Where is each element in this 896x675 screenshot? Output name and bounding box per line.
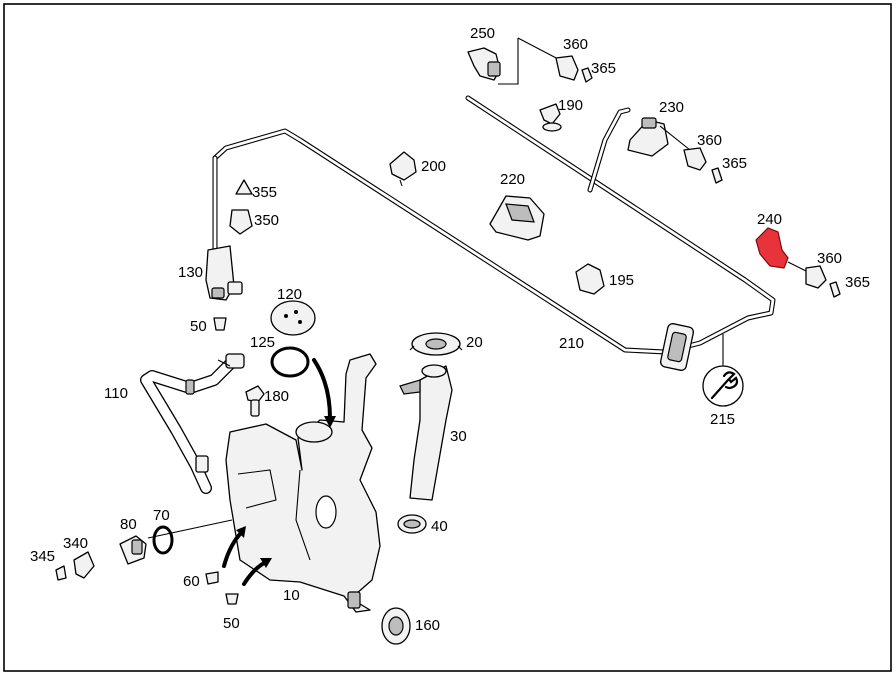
clip-190[interactable]	[539, 103, 562, 132]
label-360-right: 360	[817, 250, 842, 267]
washer-pump-130[interactable]	[205, 245, 243, 301]
label-120: 120	[277, 286, 302, 303]
check-valve-360-top[interactable]	[555, 55, 579, 81]
clip-200[interactable]	[389, 151, 417, 187]
bolt-180[interactable]	[245, 385, 265, 417]
label-360-mid: 360	[697, 132, 722, 149]
label-50-top: 50	[190, 318, 207, 335]
label-50-bottom: 50	[223, 615, 240, 632]
label-60: 60	[183, 573, 200, 590]
hose-110[interactable]	[140, 353, 245, 494]
label-200: 200	[421, 158, 446, 175]
cap-20[interactable]	[409, 332, 463, 356]
connector-365-mid[interactable]	[711, 167, 723, 184]
reservoir-10[interactable]	[225, 353, 381, 613]
label-30: 30	[450, 428, 467, 445]
label-40: 40	[431, 518, 448, 535]
label-340: 340	[63, 535, 88, 552]
clip-195[interactable]	[575, 263, 605, 295]
label-125: 125	[250, 334, 275, 351]
wrench-icon-215	[702, 334, 744, 407]
check-valve-360-mid[interactable]	[683, 147, 707, 171]
label-195: 195	[609, 272, 634, 289]
label-250: 250	[470, 25, 495, 42]
label-360-top: 360	[563, 36, 588, 53]
check-valve-360-right[interactable]	[805, 265, 827, 289]
nozzle-240-highlighted[interactable]	[755, 227, 809, 273]
valve-230[interactable]	[627, 117, 691, 157]
diagram-frame	[3, 3, 892, 672]
label-365-mid: 365	[722, 155, 747, 172]
seal-355[interactable]	[235, 179, 253, 195]
connector-365-top[interactable]	[581, 67, 593, 83]
holder-220[interactable]	[489, 195, 545, 241]
label-345: 345	[30, 548, 55, 565]
assembly-arrows	[147, 358, 336, 586]
filler-neck-30[interactable]	[399, 364, 453, 501]
label-20: 20	[466, 334, 483, 351]
washer-line-210[interactable]	[212, 95, 776, 371]
label-215: 215	[710, 411, 735, 428]
grommet-50-top[interactable]	[213, 317, 227, 331]
connector-340[interactable]	[73, 551, 95, 579]
label-110: 110	[104, 385, 128, 402]
label-365-right: 365	[845, 274, 870, 291]
label-10: 10	[283, 587, 300, 604]
label-240: 240	[757, 211, 782, 228]
label-355: 355	[252, 184, 277, 201]
seal-345[interactable]	[55, 565, 67, 581]
grommet-60[interactable]	[205, 571, 219, 585]
grommet-70[interactable]	[152, 525, 174, 555]
label-130: 130	[178, 264, 203, 281]
part-labels: 250 360 365 190 230 360 365 200 220 240 …	[30, 25, 870, 634]
connector-350[interactable]	[229, 209, 253, 235]
label-350: 350	[254, 212, 279, 229]
label-190: 190	[558, 97, 583, 114]
label-70: 70	[153, 507, 170, 524]
cap-120[interactable]	[270, 300, 316, 336]
grommet-50-bottom[interactable]	[225, 593, 239, 605]
level-sensor-80[interactable]	[119, 535, 147, 565]
label-365-top: 365	[591, 60, 616, 77]
label-180: 180	[264, 388, 289, 405]
grommet-40[interactable]	[397, 514, 427, 534]
label-80: 80	[120, 516, 137, 533]
label-160: 160	[415, 617, 440, 634]
label-230: 230	[659, 99, 684, 116]
o-ring-125[interactable]	[270, 346, 310, 378]
drain-cap-160[interactable]	[381, 607, 411, 645]
label-210: 210	[559, 335, 584, 352]
connector-365-right[interactable]	[829, 281, 841, 298]
label-220: 220	[500, 171, 525, 188]
t-connector-250[interactable]	[467, 37, 561, 85]
